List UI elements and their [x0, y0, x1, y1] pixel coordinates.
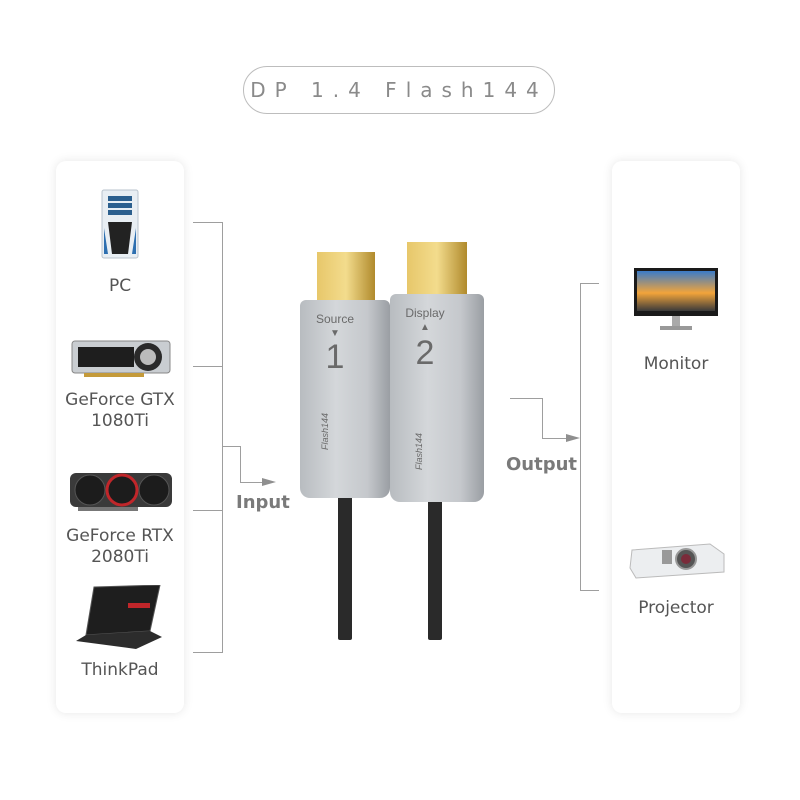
pc-tower-icon	[101, 189, 139, 259]
connector-line-rtx	[193, 510, 222, 511]
output-label: Output	[506, 454, 578, 475]
output-arrow-drop	[542, 398, 543, 438]
device-label-rtx-2080ti-line1: GeForce RTX	[66, 526, 174, 546]
connector-source-label: Source	[315, 312, 355, 326]
monitor-icon	[634, 268, 718, 330]
input-arrow-icon	[262, 478, 276, 486]
graphics-card-icon	[70, 473, 172, 511]
device-label-monitor: Monitor	[643, 354, 709, 374]
output-arrow-icon	[566, 434, 580, 442]
device-label-thinkpad: ThinkPad	[81, 660, 159, 680]
plug-tip-display	[407, 242, 467, 296]
connector-source-number: 1	[325, 338, 345, 376]
connector-display-label: Display	[405, 306, 445, 320]
output-arrow-shaft	[542, 438, 568, 439]
cable-display	[428, 500, 442, 640]
device-label-pc: PC	[108, 276, 132, 296]
device-label-projector: Projector	[638, 598, 714, 618]
input-arrow-shaft	[240, 482, 262, 483]
input-bracket-vertical	[222, 222, 223, 653]
graphics-card-icon	[71, 340, 171, 377]
output-arrow-stub	[510, 398, 542, 399]
connector-line-gtx	[193, 366, 222, 367]
down-arrow-icon: ▼	[330, 328, 340, 339]
connector-line-pc	[193, 222, 222, 223]
input-label: Input	[236, 492, 290, 513]
plug-tip-source	[317, 252, 375, 304]
output-devices-panel: Monitor Projector	[612, 161, 740, 713]
device-label-gtx-1080ti-line1: GeForce GTX	[65, 390, 175, 410]
connector-line-projector	[580, 590, 599, 591]
laptop-icon	[76, 585, 162, 649]
connector-display-number: 2	[415, 334, 435, 372]
device-label-rtx-2080ti-line2: 2080Ti	[91, 547, 149, 567]
connector-line-thinkpad	[193, 652, 222, 653]
output-bracket-vertical	[580, 283, 581, 590]
title-pill: DP 1.4 Flash144	[243, 66, 555, 114]
up-arrow-icon: ▲	[420, 322, 430, 333]
input-devices-panel: PC GeForce GTX 1080Ti GeForce RTX 2080Ti…	[56, 161, 184, 713]
connector-source: Source ▼ 1 Flash144	[300, 300, 390, 498]
input-arrow-drop	[240, 446, 241, 482]
connector-display: Display ▲ 2 Flash144	[390, 294, 484, 502]
device-label-gtx-1080ti-line2: 1080Ti	[91, 411, 149, 431]
cable-source	[338, 490, 352, 640]
input-arrow-stub	[222, 446, 240, 447]
projector-icon	[629, 543, 725, 579]
connector-source-brand: Flash144	[320, 412, 330, 450]
connector-line-monitor	[580, 283, 599, 284]
connector-display-brand: Flash144	[414, 432, 424, 470]
